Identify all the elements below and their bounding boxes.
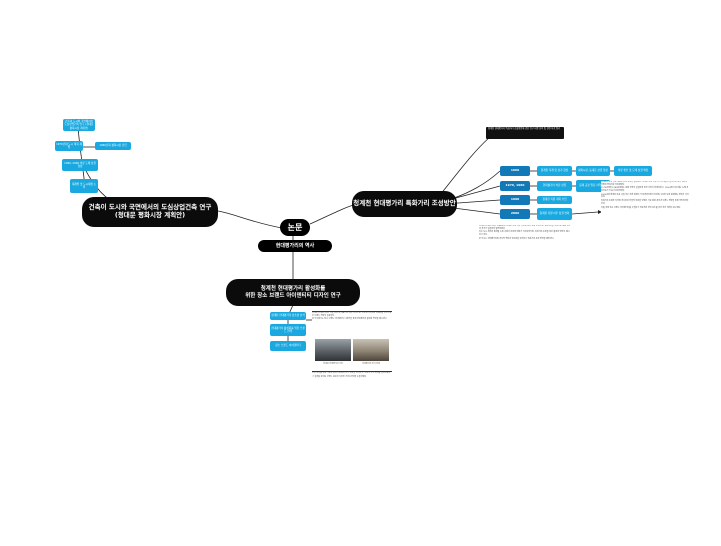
timeline-desc-1-label: 청계천 복개 및 상가 형성	[540, 169, 569, 173]
timeline-year-2-label: 1970, 1980	[505, 183, 525, 188]
left-subnode-5[interactable]: 재개발 및 도시재생 논의	[70, 179, 98, 193]
photo-right-caption: 현대평가리 상가 전경	[362, 363, 380, 365]
document-snippet-top: 청계천 현대평가리는 서울 도심 내 대표적인 의류 상권으로, 장소의 역사성…	[312, 311, 392, 338]
note-box: 청계천 현대평가리 특화가리 조성방안에 관한 연구 내용 요약 및 관련 자료…	[486, 127, 564, 139]
timeline-desc-3-label: 청계천 복원 계획 수립	[542, 198, 567, 202]
left-subnode-1[interactable]: 건축이 도시와 국면에서의 도심상업건축 연구 (청대문 평화시장 계획안)	[63, 119, 95, 131]
bottom-subnode-3[interactable]: 장소 브랜드 아이덴티티	[270, 341, 306, 351]
timeline-desc-4[interactable]: 청계천 복원 이후 상권 변화	[537, 208, 572, 220]
timeline-desc-1[interactable]: 청계천 복개 및 상가 형성	[537, 166, 572, 176]
left-subnode-4[interactable]: 1990, 2000 의류 도매 상권 형성	[62, 159, 98, 171]
timeline-year-3[interactable]: 1990	[500, 195, 530, 205]
main-topic-bottom-label: 청계천 현대평가리 활성화를 위한 장소 브랜드 아이덴티티 디자인 연구	[245, 285, 341, 299]
history-node-label: 현대평가리의 역사	[275, 243, 315, 249]
left-subnode-2[interactable]: 1970년대 도시 계획 개발	[55, 141, 83, 151]
bottom-subnode-1-label: 청계천 현대평가리 장소성 분석	[271, 314, 305, 318]
text-block-far-right: 현대평가리의 형성 배경과 변천 과정을 살펴보면, 청계천 복개 이후 상가 …	[601, 181, 689, 265]
timeline-desc-3[interactable]: 청계천 복원 계획 수립	[537, 196, 572, 204]
street-photo-right	[353, 339, 389, 361]
timeline-year-4-label: 2000	[510, 211, 520, 216]
text-block-left-right-topic: 청계천 현대평가리는 1960년대 청계천 복개 이후 형성된 의류 도매 상권…	[479, 225, 571, 265]
street-photo-left	[315, 339, 351, 361]
bottom-subnode-2-label: 현대평가리 활성화를 위한 브랜드 전략	[271, 326, 305, 333]
timeline-year-4[interactable]: 2000	[500, 209, 530, 219]
history-node[interactable]: 현대평가리의 역사	[258, 240, 332, 252]
timeline-note-1[interactable]: 평화시장, 동대문 상권 형성	[576, 166, 610, 176]
main-topic-left[interactable]: 건축이 도시와 국면에서의 도심상업건축 연구 (청대문 평화시장 계획안)	[82, 197, 218, 227]
center-topic[interactable]: 논문	[280, 219, 310, 236]
timeline-year-3-label: 1990	[510, 197, 520, 202]
left-subnode-3-label: 1960년대 평화시장 건립	[99, 144, 127, 148]
timeline-desc-2-label: 현대평가리 의류 상권	[542, 184, 567, 188]
timeline-desc-2[interactable]: 현대평가리 의류 상권	[537, 181, 572, 191]
timeline-desc-4-label: 청계천 복원 이후 상권 변화	[539, 212, 570, 216]
bottom-subnode-3-label: 장소 브랜드 아이덴티티	[275, 344, 301, 348]
timeline-extra-1[interactable]: 의류 생산 및 도매 상권 확장	[614, 166, 652, 176]
bottom-subnode-1[interactable]: 청계천 현대평가리 장소성 분석	[270, 312, 306, 320]
center-topic-label: 논문	[287, 222, 303, 232]
timeline-extra-1-label: 의류 생산 및 도매 상권 확장	[617, 169, 649, 173]
note-box-text: 청계천 현대평가리 특화가리 조성방안에 관한 연구 내용 요약 및 관련 자료…	[488, 127, 561, 130]
timeline-year-1[interactable]: 1960	[500, 166, 530, 176]
timeline-note-2-label: 봉제 공장 밀집 지역 형성	[579, 184, 607, 188]
main-topic-right[interactable]: 청계천 현대평가리 특화가리 조성방안	[352, 191, 457, 217]
timeline-year-2[interactable]: 1970, 1980	[500, 181, 530, 191]
left-subnode-3[interactable]: 1960년대 평화시장 건립	[95, 142, 131, 150]
left-subnode-2-label: 1970년대 도시 계획 개발	[56, 142, 82, 149]
bottom-subnode-2[interactable]: 현대평가리 활성화를 위한 브랜드 전략	[270, 324, 306, 336]
timeline-note-1-label: 평화시장, 동대문 상권 형성	[578, 169, 608, 173]
timeline-year-1-label: 1960	[510, 168, 520, 173]
main-topic-bottom[interactable]: 청계천 현대평가리 활성화를 위한 장소 브랜드 아이덴티티 디자인 연구	[226, 279, 360, 306]
left-subnode-1-label: 건축이 도시와 국면에서의 도심상업건축 연구 (청대문 평화시장 계획안)	[64, 120, 94, 130]
document-snippet-bottom: 현장 조사를 통해 가로의 물리적 환경과 상가 구성을 파악하고, 방문객 인…	[312, 371, 392, 396]
main-topic-right-label: 청계천 현대평가리 특화가리 조성방안	[353, 199, 456, 208]
left-subnode-5-label: 재개발 및 도시재생 논의	[72, 182, 96, 189]
main-topic-left-label: 건축이 도시와 국면에서의 도심상업건축 연구 (청대문 평화시장 계획안)	[88, 203, 212, 219]
left-subnode-4-label: 1990, 2000 의류 도매 상권 형성	[64, 161, 96, 168]
photo-left-caption: 청계천 현대평가리 거리	[323, 363, 343, 365]
